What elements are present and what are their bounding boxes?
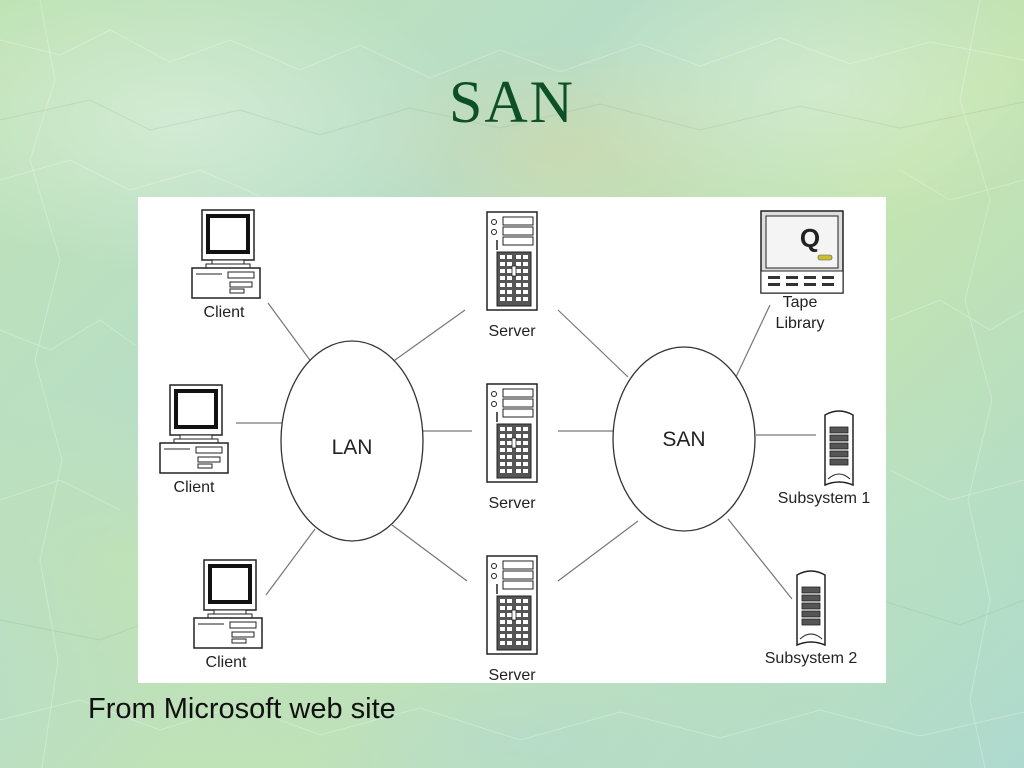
- san-diagram: LAN SAN Client Client Client Server Serv…: [138, 197, 886, 683]
- connection-lines: [236, 302, 816, 600]
- link-server1-san: [557, 309, 629, 378]
- computer-icon: [193, 559, 263, 649]
- subsystem-label: Subsystem 1: [778, 490, 871, 507]
- server-label: Server: [488, 667, 536, 683]
- network-diagram-svg: LAN SAN Client Client Client Server Serv…: [159, 209, 871, 683]
- subsystem-label: Subsystem 2: [765, 650, 858, 667]
- server-icon: [486, 211, 538, 311]
- tape-library-label-line2: Library: [776, 315, 825, 332]
- storage-array-icon: [796, 570, 826, 646]
- tape-library-label-line1: Tape: [783, 294, 818, 311]
- client-3: Client: [193, 559, 263, 671]
- server-3: Server: [486, 555, 538, 683]
- client-2: Client: [159, 384, 229, 496]
- client-1: Client: [191, 209, 261, 321]
- tape-library: Q Tape Library: [760, 210, 844, 332]
- server-label: Server: [488, 495, 536, 512]
- tape-library-icon: Q: [760, 210, 844, 294]
- client-label: Client: [206, 654, 247, 671]
- computer-icon: [159, 384, 229, 474]
- lan-cloud: LAN: [280, 340, 424, 542]
- server-2: Server: [486, 383, 538, 512]
- server-icon: [486, 555, 538, 655]
- lan-label: LAN: [332, 436, 373, 459]
- link-client3-lan: [265, 528, 316, 596]
- client-label: Client: [174, 479, 215, 496]
- link-client1-lan: [267, 302, 316, 368]
- slide-title: SAN: [448, 69, 576, 135]
- server-1: Server: [486, 211, 538, 340]
- link-lan-server3: [391, 524, 468, 582]
- link-san-subsystem2: [727, 518, 793, 600]
- link-lan-server1: [387, 309, 466, 366]
- server-label: Server: [488, 323, 536, 340]
- link-server3-san: [557, 520, 639, 582]
- computer-icon: [191, 209, 261, 299]
- san-label: SAN: [662, 428, 705, 451]
- link-san-tape: [735, 304, 771, 378]
- subsystem-1: Subsystem 1: [778, 410, 871, 507]
- source-caption: From Microsoft web site: [88, 693, 396, 725]
- storage-array-icon: [824, 410, 854, 486]
- subsystem-2: Subsystem 2: [765, 570, 858, 667]
- server-icon: [486, 383, 538, 483]
- tape-logo: Q: [800, 223, 820, 253]
- client-label: Client: [204, 304, 245, 321]
- san-cloud: SAN: [612, 346, 756, 532]
